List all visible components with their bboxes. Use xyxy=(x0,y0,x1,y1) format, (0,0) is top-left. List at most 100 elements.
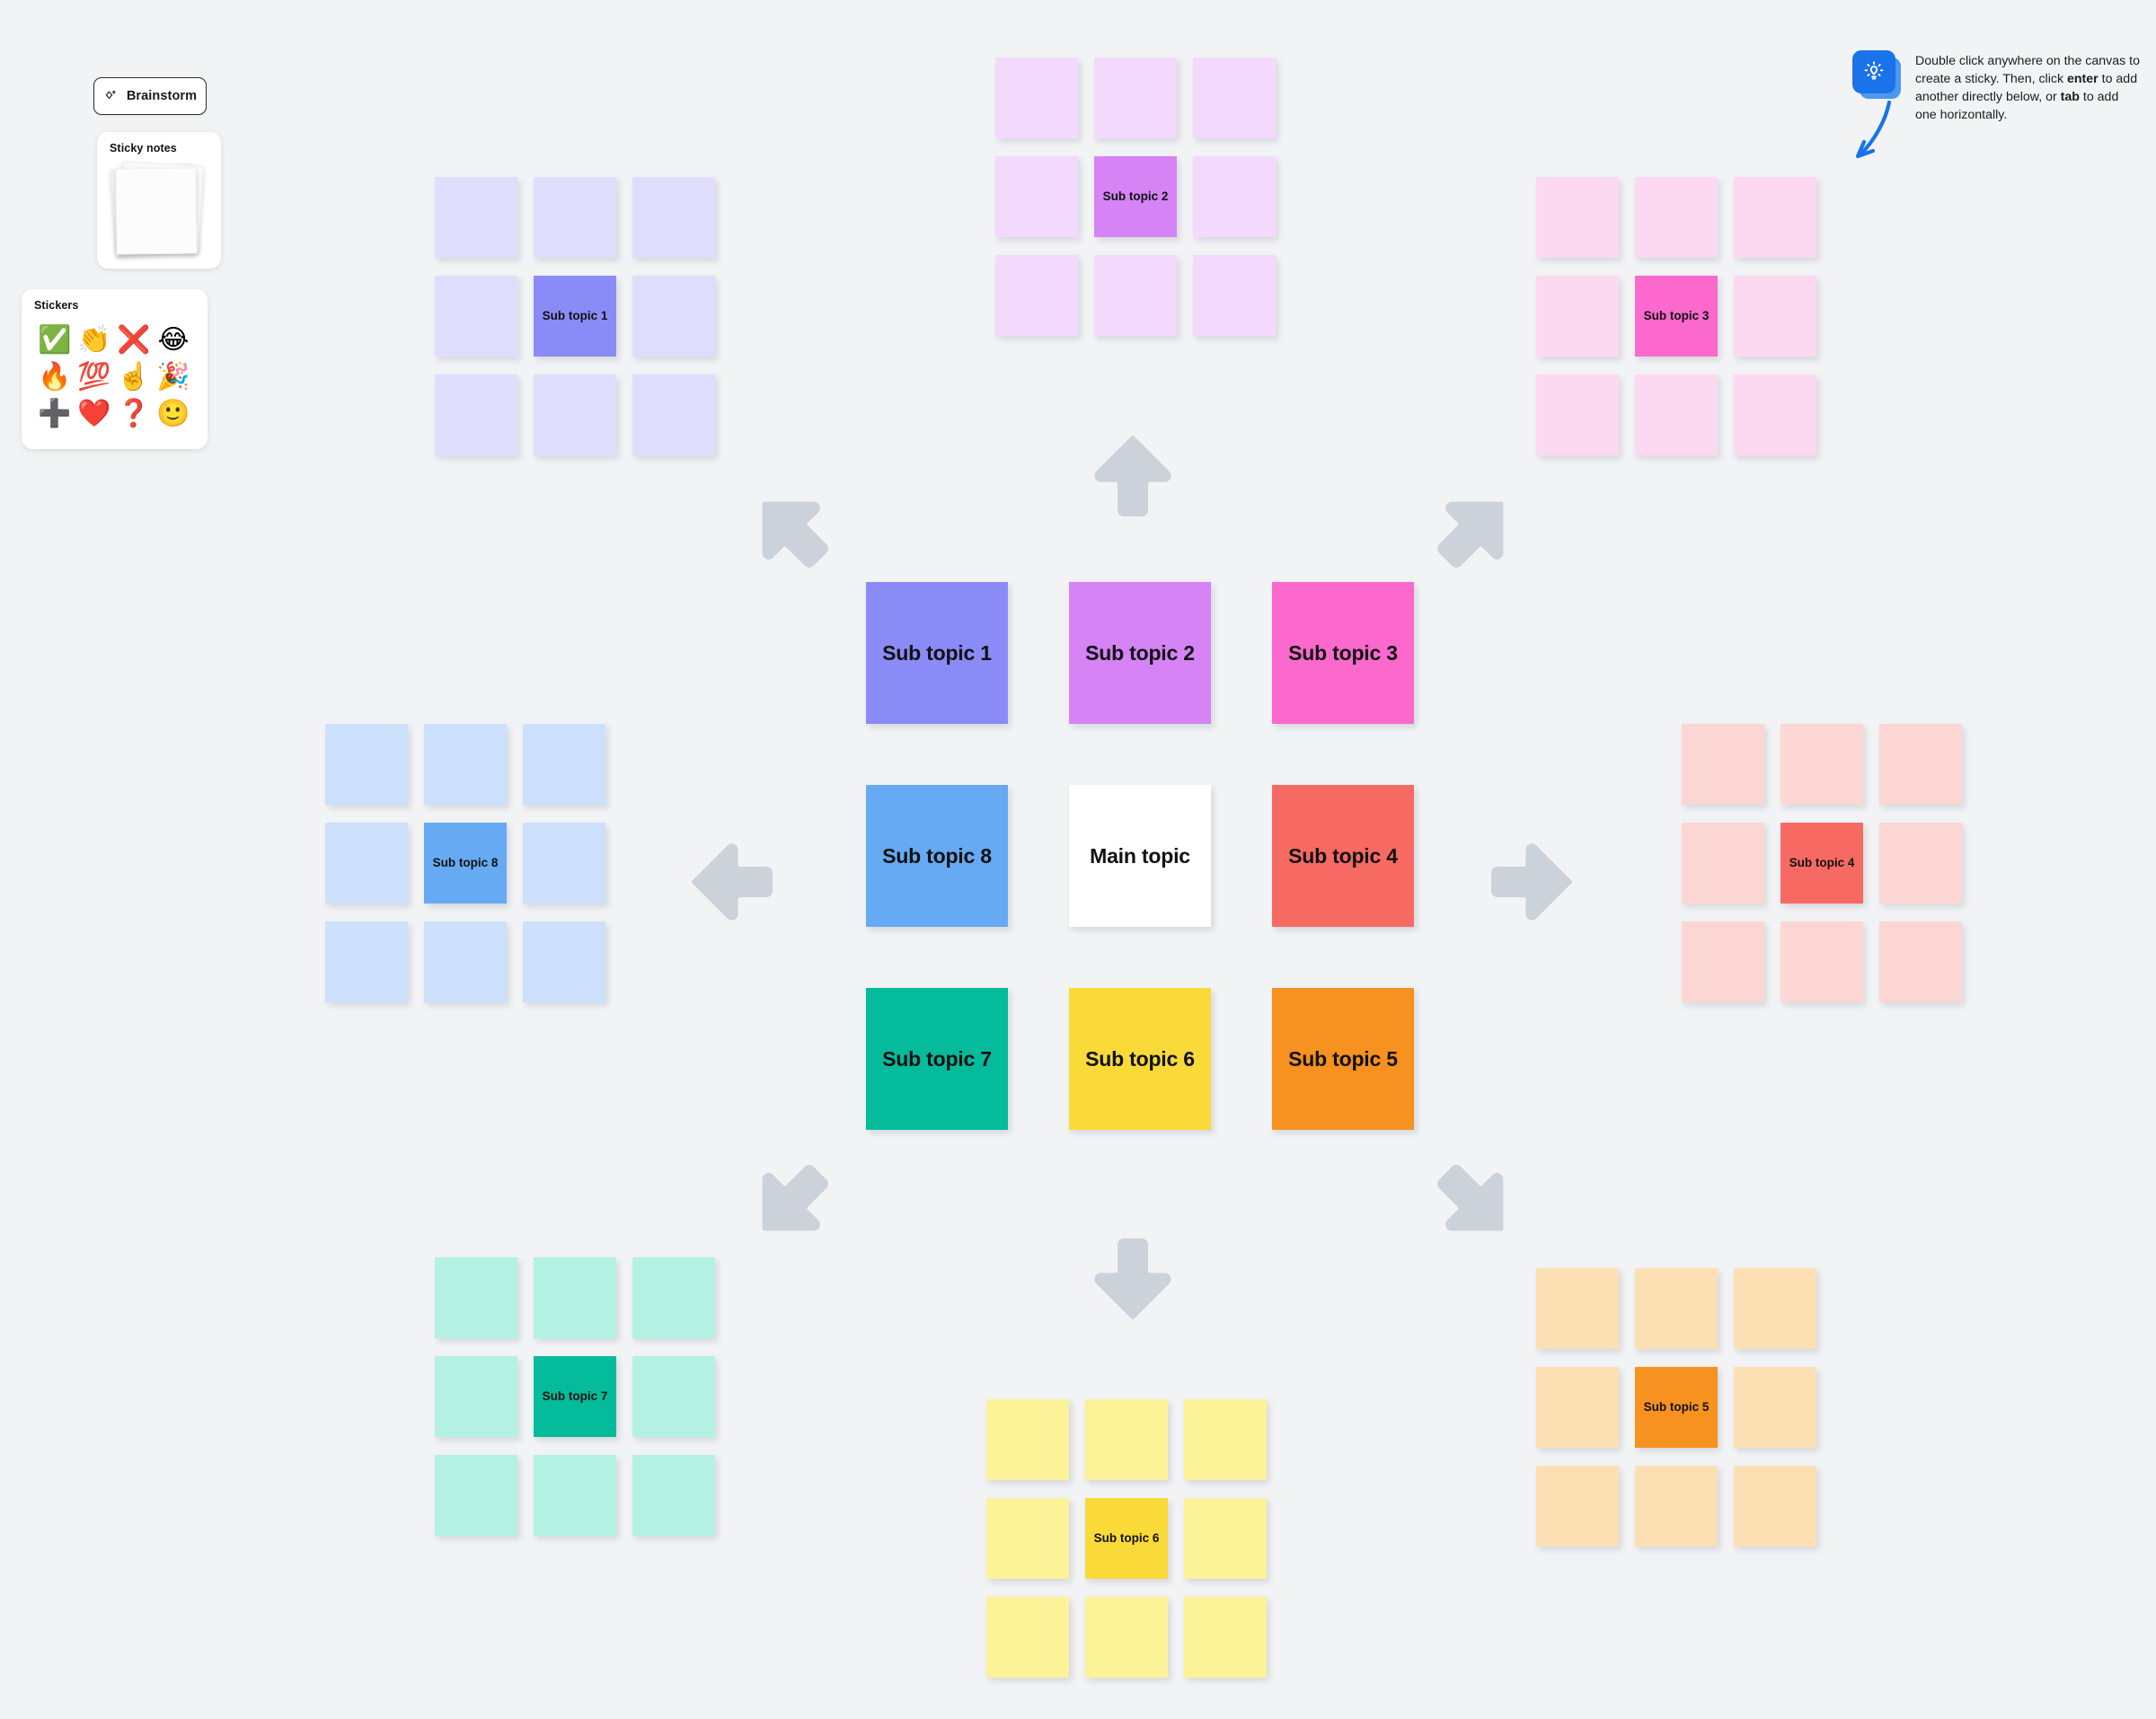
cluster-2-blank-sticky[interactable] xyxy=(995,255,1078,336)
cluster-4-center-sticky[interactable]: Sub topic 4 xyxy=(1780,823,1863,904)
cluster-8-blank-sticky[interactable] xyxy=(325,823,408,904)
cluster-1-blank-sticky[interactable] xyxy=(632,375,715,455)
cluster-6[interactable]: Sub topic 6 xyxy=(986,1399,1267,1678)
cluster-4-blank-sticky[interactable] xyxy=(1682,724,1764,805)
cluster-7-center-sticky[interactable]: Sub topic 7 xyxy=(534,1356,616,1437)
index-pointing-up-sticker[interactable]: ☝️ xyxy=(117,360,151,392)
cluster-3-blank-sticky[interactable] xyxy=(1536,177,1619,258)
cluster-5-blank-sticky[interactable] xyxy=(1536,1268,1619,1349)
cluster-2-blank-sticky[interactable] xyxy=(995,57,1078,138)
cluster-1-center-sticky[interactable]: Sub topic 1 xyxy=(534,276,616,357)
cluster-8-blank-sticky[interactable] xyxy=(523,921,605,1002)
cluster-5-center-sticky[interactable]: Sub topic 5 xyxy=(1635,1367,1718,1448)
cluster-3-blank-sticky[interactable] xyxy=(1734,276,1816,357)
cluster-6-blank-sticky[interactable] xyxy=(1184,1399,1267,1480)
cluster-6-center-sticky[interactable]: Sub topic 6 xyxy=(1085,1498,1168,1579)
cross-mark-sticker[interactable]: ❌ xyxy=(117,323,151,356)
cluster-1-blank-sticky[interactable] xyxy=(435,276,517,357)
cluster-1-blank-sticky[interactable] xyxy=(632,276,715,357)
cluster-7-blank-sticky[interactable] xyxy=(632,1356,715,1437)
cluster-2-center-sticky[interactable]: Sub topic 2 xyxy=(1094,156,1177,237)
cluster-5-blank-sticky[interactable] xyxy=(1536,1367,1619,1448)
sticky-notes-tool[interactable]: Sticky notes xyxy=(97,132,221,269)
cluster-5-blank-sticky[interactable] xyxy=(1734,1367,1816,1448)
party-popper-sticker[interactable]: 🎉 xyxy=(156,360,190,392)
cluster-3-blank-sticky[interactable] xyxy=(1635,177,1718,258)
plus-sticker[interactable]: ➕ xyxy=(38,397,72,429)
cluster-8-blank-sticky[interactable] xyxy=(424,921,507,1002)
cluster-6-blank-sticky[interactable] xyxy=(1184,1498,1267,1579)
cluster-8-center-sticky[interactable]: Sub topic 8 xyxy=(424,823,507,904)
red-heart-sticker[interactable]: ❤️ xyxy=(77,397,111,429)
cluster-1-blank-sticky[interactable] xyxy=(435,177,517,258)
cluster-3-blank-sticky[interactable] xyxy=(1734,177,1816,258)
cluster-6-blank-sticky[interactable] xyxy=(986,1498,1069,1579)
cluster-2-blank-sticky[interactable] xyxy=(1193,156,1276,237)
cluster-4-blank-sticky[interactable] xyxy=(1879,921,1962,1002)
cluster-5-blank-sticky[interactable] xyxy=(1734,1268,1816,1349)
cluster-7-blank-sticky[interactable] xyxy=(534,1455,616,1536)
cluster-5-blank-sticky[interactable] xyxy=(1734,1466,1816,1547)
main-topic-sticky[interactable]: Main topic xyxy=(1069,785,1211,927)
cluster-5-blank-sticky[interactable] xyxy=(1635,1268,1718,1349)
cluster-4-blank-sticky[interactable] xyxy=(1780,724,1863,805)
center-sticky-sub4[interactable]: Sub topic 4 xyxy=(1272,785,1414,927)
cluster-7-blank-sticky[interactable] xyxy=(632,1455,715,1536)
cluster-7-blank-sticky[interactable] xyxy=(435,1257,517,1338)
cluster-6-blank-sticky[interactable] xyxy=(1085,1399,1168,1480)
cluster-3-blank-sticky[interactable] xyxy=(1734,375,1816,455)
cluster-4-blank-sticky[interactable] xyxy=(1780,921,1863,1002)
cluster-4-blank-sticky[interactable] xyxy=(1879,724,1962,805)
center-sticky-sub1[interactable]: Sub topic 1 xyxy=(866,582,1008,724)
hundred-points-sticker[interactable]: 💯 xyxy=(77,360,111,392)
cluster-7-blank-sticky[interactable] xyxy=(534,1257,616,1338)
center-sticky-sub6[interactable]: Sub topic 6 xyxy=(1069,988,1211,1130)
cluster-3[interactable]: Sub topic 3 xyxy=(1536,177,1816,455)
cluster-3-center-sticky[interactable]: Sub topic 3 xyxy=(1635,276,1718,357)
center-sticky-sub3[interactable]: Sub topic 3 xyxy=(1272,582,1414,724)
cluster-5-blank-sticky[interactable] xyxy=(1635,1466,1718,1547)
cluster-7-blank-sticky[interactable] xyxy=(632,1257,715,1338)
question-mark-sticker[interactable]: ❓ xyxy=(117,397,151,429)
cluster-4[interactable]: Sub topic 4 xyxy=(1682,724,1962,1002)
cluster-8-blank-sticky[interactable] xyxy=(325,724,408,805)
cluster-1-blank-sticky[interactable] xyxy=(534,177,616,258)
slightly-smiling-face-sticker[interactable]: 🙂 xyxy=(156,397,190,429)
cluster-1-blank-sticky[interactable] xyxy=(534,375,616,455)
cluster-8-blank-sticky[interactable] xyxy=(523,823,605,904)
cluster-7-blank-sticky[interactable] xyxy=(435,1356,517,1437)
cluster-3-blank-sticky[interactable] xyxy=(1635,375,1718,455)
center-sticky-sub2[interactable]: Sub topic 2 xyxy=(1069,582,1211,724)
cluster-4-blank-sticky[interactable] xyxy=(1682,823,1764,904)
cluster-6-blank-sticky[interactable] xyxy=(1085,1597,1168,1678)
cluster-4-blank-sticky[interactable] xyxy=(1879,823,1962,904)
cluster-4-blank-sticky[interactable] xyxy=(1682,921,1764,1002)
cluster-3-blank-sticky[interactable] xyxy=(1536,276,1619,357)
cluster-5-blank-sticky[interactable] xyxy=(1536,1466,1619,1547)
cluster-2-blank-sticky[interactable] xyxy=(1193,57,1276,138)
cluster-1-blank-sticky[interactable] xyxy=(632,177,715,258)
center-sticky-sub5[interactable]: Sub topic 5 xyxy=(1272,988,1414,1130)
cluster-6-blank-sticky[interactable] xyxy=(1184,1597,1267,1678)
check-mark-button-sticker[interactable]: ✅ xyxy=(38,323,72,356)
clapping-hands-sticker[interactable]: 👏 xyxy=(77,323,111,356)
cluster-2-blank-sticky[interactable] xyxy=(1094,57,1177,138)
cluster-3-blank-sticky[interactable] xyxy=(1536,375,1619,455)
cluster-2-blank-sticky[interactable] xyxy=(1193,255,1276,336)
cluster-8[interactable]: Sub topic 8 xyxy=(325,724,605,1002)
cluster-8-blank-sticky[interactable] xyxy=(424,724,507,805)
cluster-6-blank-sticky[interactable] xyxy=(986,1399,1069,1480)
cluster-7-blank-sticky[interactable] xyxy=(435,1455,517,1536)
cluster-1-blank-sticky[interactable] xyxy=(435,375,517,455)
fire-sticker[interactable]: 🔥 xyxy=(38,360,72,392)
face-with-tears-of-joy-sticker[interactable]: 😂 xyxy=(157,323,190,356)
center-sticky-sub8[interactable]: Sub topic 8 xyxy=(866,785,1008,927)
cluster-8-blank-sticky[interactable] xyxy=(523,724,605,805)
cluster-6-blank-sticky[interactable] xyxy=(986,1597,1069,1678)
cluster-2-blank-sticky[interactable] xyxy=(995,156,1078,237)
cluster-1[interactable]: Sub topic 1 xyxy=(435,177,715,455)
center-sticky-sub7[interactable]: Sub topic 7 xyxy=(866,988,1008,1130)
brainstorm-button[interactable]: Brainstorm xyxy=(93,77,207,115)
cluster-5[interactable]: Sub topic 5 xyxy=(1536,1268,1816,1547)
